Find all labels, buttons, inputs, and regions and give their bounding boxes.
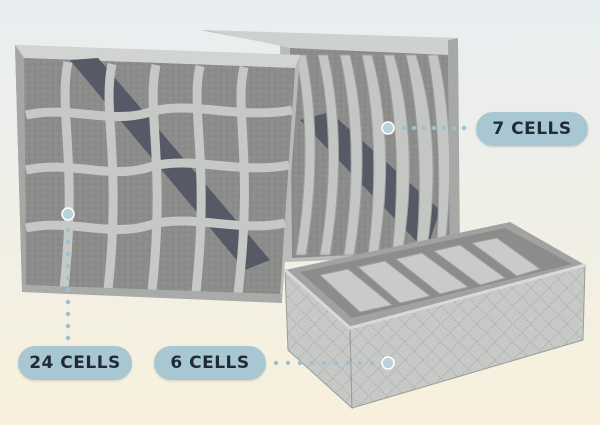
organizer-7-cells xyxy=(200,30,460,262)
label-6-cells: 6 CELLS xyxy=(154,346,266,380)
leader-7-cells xyxy=(381,121,467,135)
organizer-24-cells xyxy=(15,45,300,303)
leader-6-cells xyxy=(273,356,395,370)
leader-24-cells xyxy=(61,207,75,341)
label-24-cells: 24 CELLS xyxy=(18,346,132,380)
label-7-cells: 7 CELLS xyxy=(476,112,588,146)
organizer-6-cells xyxy=(284,222,586,410)
dividers-7 xyxy=(295,54,451,256)
dividers-6 xyxy=(318,237,542,313)
